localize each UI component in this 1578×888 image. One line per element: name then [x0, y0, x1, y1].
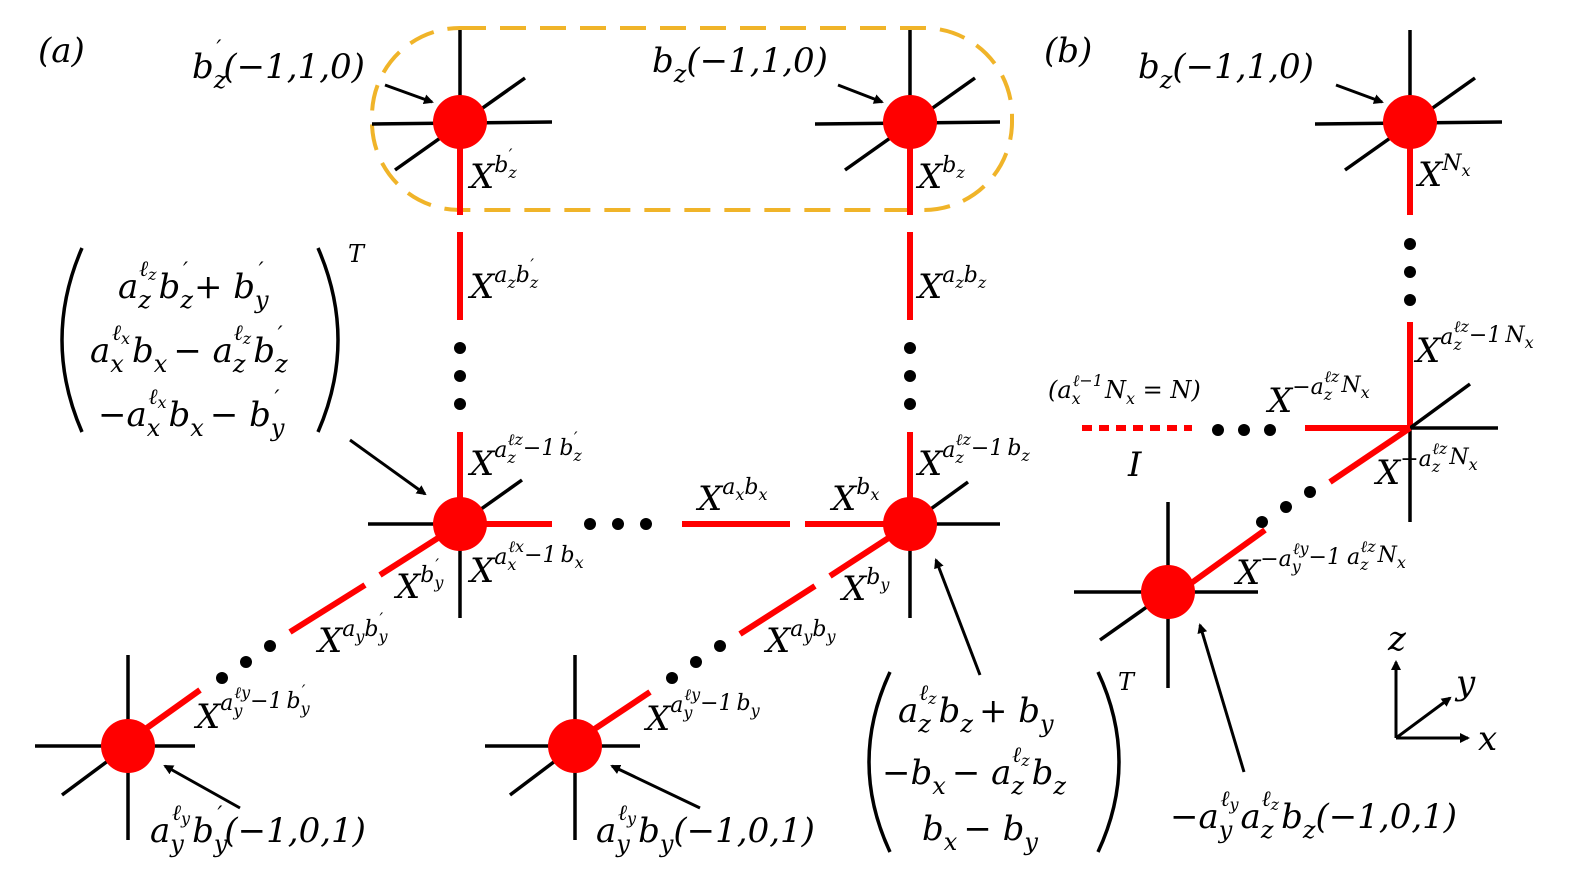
condition-label: (axℓ−1Nx = N)	[1048, 371, 1201, 408]
bond-b-horizontal	[1188, 425, 1412, 587]
matrix-left-row-1: azℓzbz′+ by′	[118, 257, 269, 314]
label-b-bottom: −ayℓyazℓzbz(−1,0,1)	[1170, 787, 1457, 844]
dots-b-horizontal	[1212, 424, 1276, 436]
matrix-left-row-2: axℓxbx− azℓzbz′	[90, 321, 288, 378]
axis-label-y: y	[1454, 663, 1476, 703]
bond-label-by-prime: Xby′	[393, 555, 444, 607]
bond-label-az-bz: Xazbz	[915, 263, 987, 307]
bond-label-Nx: XNx	[1415, 151, 1471, 195]
bond-label-bz: Xbz	[915, 153, 965, 197]
dots-diagonal-right	[666, 640, 726, 684]
matrix-right-row-3: bx− by	[922, 809, 1038, 856]
highlight-box	[370, 26, 1014, 212]
label-ay-by: ayℓyby(−1,0,1)	[596, 801, 815, 858]
dots-b-vertical	[1404, 238, 1416, 306]
bond-label-neg-az-Nx-top: X−azℓzNx	[1265, 367, 1370, 421]
node-b-bottom	[1141, 565, 1195, 619]
dots-left-column	[454, 342, 466, 410]
node-top-right	[883, 95, 937, 149]
matrix-right-row-2: −bx− azℓzbz	[882, 743, 1066, 800]
dots-b-diagonal	[1256, 486, 1316, 528]
matrix-right-transpose: T	[1118, 668, 1136, 696]
bond-label-bz-prime: Xbz′	[467, 145, 517, 197]
matrix-right-row-1: azℓzbz+ by	[898, 681, 1054, 738]
bond-label-az-bz-prime: Xazbz′	[467, 255, 539, 307]
label-bz-prime-top: bz′(−1,1,0)	[192, 37, 365, 94]
bond-label-ax-bx: Xaxbx	[695, 475, 768, 519]
bond-label-by: Xby	[839, 565, 890, 609]
axes-triad	[1391, 660, 1470, 743]
arrows-panel-b	[1197, 83, 1384, 773]
matrix-left-transpose: T	[348, 240, 366, 268]
junction-b-legs	[1408, 382, 1498, 522]
arrows-panel-a	[163, 83, 982, 810]
bond-label-ay-by: Xayby	[763, 617, 836, 661]
bond-label-bx: Xbx	[829, 475, 879, 519]
dots-diagonal-left	[216, 640, 276, 684]
nodes-panel-a	[101, 95, 937, 773]
node-top-left	[433, 95, 487, 149]
label-bz-top: bz(−1,1,0)	[652, 41, 828, 88]
axis-label-x: x	[1478, 719, 1497, 759]
node-bottom-left	[101, 719, 155, 773]
dots-horizontal	[584, 518, 652, 530]
node-bottom-mid	[548, 719, 602, 773]
bond-label-ay-by-prime: Xayby′	[315, 609, 388, 661]
axis-label-z: z	[1387, 619, 1407, 659]
panel-label-b: (b)	[1044, 31, 1092, 71]
node-b-top	[1383, 95, 1437, 149]
dots-right-column	[904, 342, 916, 410]
label-ay-by-prime: ayℓyby′(−1,0,1)	[150, 801, 366, 858]
panel-label-a: (a)	[38, 31, 85, 71]
identity-label: I	[1127, 445, 1142, 485]
label-bz-b-top: bz(−1,1,0)	[1138, 47, 1314, 94]
node-mid-right	[883, 497, 937, 551]
matrix-left-row-3: −axℓxbx− by′	[98, 385, 285, 442]
nodes-panel-b	[1141, 95, 1437, 619]
node-mid-left	[433, 497, 487, 551]
matrix-left: azℓzbz′+ by′ axℓxbx− azℓzbz′ −axℓxbx− by…	[60, 240, 366, 442]
matrix-right: azℓzbz+ by −bx− azℓzbz bx− by T	[867, 668, 1136, 856]
bond-label-neg-az-Nx-right: X−azℓzNx	[1373, 439, 1478, 493]
